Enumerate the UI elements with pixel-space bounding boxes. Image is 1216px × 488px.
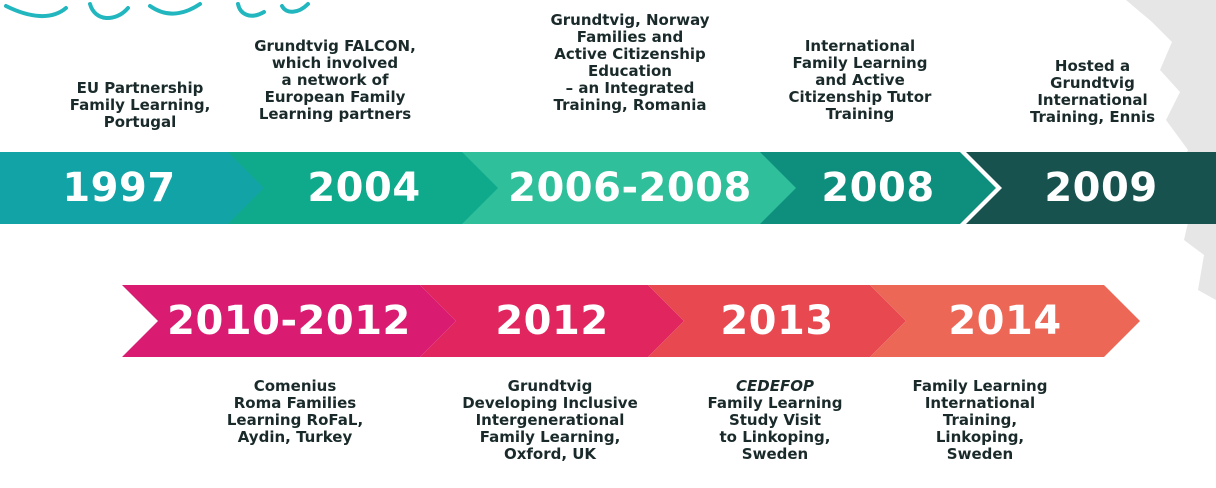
chevron-fill <box>462 152 798 224</box>
desc-line: Training, <box>942 411 1018 429</box>
year-chevron-2008: 2008 <box>760 152 996 224</box>
chevron-fill <box>966 152 1216 224</box>
chevron-fill <box>760 152 996 224</box>
chevron-shape <box>760 152 996 224</box>
desc-line: Linkoping, <box>935 428 1025 446</box>
year-label: 2004 <box>307 165 421 211</box>
desc-line: Comenius <box>253 377 337 395</box>
desc-line: Active Citizenship <box>554 45 706 63</box>
year-label: 2006-2008 <box>508 165 752 211</box>
chevron-fill <box>0 152 268 224</box>
year-label: 2008 <box>821 165 935 211</box>
desc-line: Intergenerational <box>475 411 625 429</box>
desc-line: Education <box>588 62 672 80</box>
desc-line: Learning partners <box>258 105 412 123</box>
milestone-1997-description: EU Partnership Family Learning, Portugal <box>40 80 240 131</box>
desc-line: Portugal <box>103 113 177 131</box>
desc-line: Family Learning <box>912 377 1048 395</box>
year-label: 2012 <box>495 298 609 344</box>
chevron-shape <box>648 285 906 357</box>
desc-line: Family Learning <box>707 394 843 412</box>
desc-line: Grundtvig <box>507 377 593 395</box>
year-label: 2009 <box>1044 165 1158 211</box>
chevron-shape <box>966 152 1216 224</box>
chevron-shape <box>0 152 268 224</box>
desc-line: Families and <box>576 28 684 46</box>
desc-line: Sweden <box>946 445 1014 463</box>
desc-line: Training, Romania <box>553 96 707 114</box>
year-chevron-2012: 2012 <box>420 285 684 357</box>
chevron-shape <box>870 285 1140 357</box>
desc-line: Grundtvig FALCON, <box>254 37 416 55</box>
desc-line: Family Learning <box>792 54 928 72</box>
desc-line: CEDEFOP <box>736 377 814 395</box>
milestone-2004-description: Grundtvig FALCON, which involved a netwo… <box>220 38 450 123</box>
year-chevron-1997: 1997 <box>0 152 268 224</box>
milestone-2006-2008-description: Grundtvig, Norway Families and Active Ci… <box>510 12 750 114</box>
chevron-fill <box>870 285 1140 357</box>
milestone-2014-description: Family Learning International Training, … <box>880 378 1080 463</box>
desc-line: Sweden <box>741 445 809 463</box>
desc-line: Family Learning, <box>69 96 211 114</box>
year-chevron-2014: 2014 <box>870 285 1140 357</box>
desc-line: Oxford, UK <box>503 445 597 463</box>
milestone-2009-description: Hosted a Grundtvig International Trainin… <box>1000 58 1185 126</box>
desc-line: Citizenship Tutor <box>788 88 932 106</box>
desc-line: – an Integrated <box>565 79 695 97</box>
milestone-2013-description: CEDEFOP Family Learning Study Visit to L… <box>680 378 870 463</box>
chevron-fill <box>228 152 500 224</box>
desc-line: a network of <box>281 71 389 89</box>
year-label: 2013 <box>720 298 834 344</box>
desc-line: Aydin, Turkey <box>237 428 353 446</box>
year-chevron-2009: 2009 <box>966 152 1216 224</box>
year-label: 2010-2012 <box>167 298 411 344</box>
desc-line: which involved <box>271 54 399 72</box>
chevron-shape <box>228 152 500 224</box>
year-chevron-2013: 2013 <box>648 285 906 357</box>
chevron-fill <box>122 285 456 357</box>
desc-line: Training, Ennis <box>1029 108 1156 126</box>
desc-line: International <box>1037 91 1148 109</box>
desc-line: Grundtvig <box>1050 74 1135 92</box>
desc-line: Hosted a <box>1054 57 1131 75</box>
desc-line: International <box>804 37 916 55</box>
chevron-shape <box>420 285 684 357</box>
desc-line: Grundtvig, Norway <box>550 11 710 29</box>
chevron-shape <box>122 285 456 357</box>
map-decoration <box>1126 0 1216 300</box>
desc-line: EU Partnership <box>76 79 204 97</box>
year-label: 1997 <box>62 165 176 211</box>
desc-line: Study Visit <box>728 411 822 429</box>
chevron-fill <box>648 285 906 357</box>
milestone-2012-description: Grundtvig Developing Inclusive Intergene… <box>425 378 675 463</box>
milestone-2008-description: International Family Learning and Active… <box>755 38 965 123</box>
year-chevron-2004: 2004 <box>228 152 500 224</box>
desc-line: European Family <box>264 88 406 106</box>
desc-line: Roma Families <box>233 394 357 412</box>
chevron-fill <box>420 285 684 357</box>
desc-line: International <box>924 394 1036 412</box>
desc-line: to Linkoping, <box>719 428 831 446</box>
desc-line: Learning RoFaL, <box>226 411 364 429</box>
desc-line: Family Learning, <box>479 428 621 446</box>
desc-line: Training <box>825 105 895 123</box>
script-heading-decoration <box>4 2 310 20</box>
year-chevron-2010-2012: 2010-2012 <box>122 285 456 357</box>
desc-line: Developing Inclusive <box>462 394 638 412</box>
desc-line: and Active <box>815 71 905 89</box>
year-chevron-2006-2008: 2006-2008 <box>462 152 798 224</box>
year-label: 2014 <box>948 298 1062 344</box>
chevron-shape <box>462 152 798 224</box>
milestone-2010-2012-description: Comenius Roma Families Learning RoFaL, A… <box>185 378 405 446</box>
